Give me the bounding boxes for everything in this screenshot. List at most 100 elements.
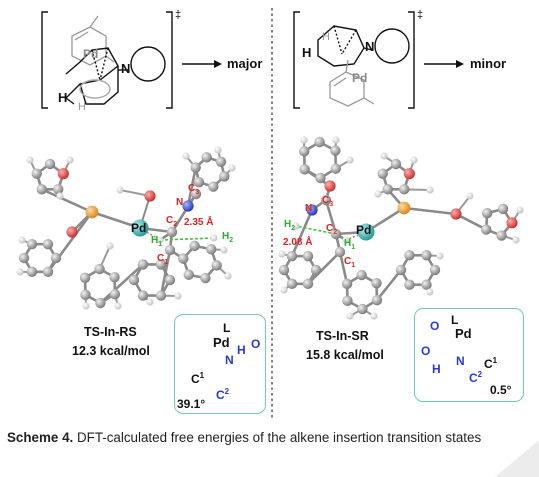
right-model-atom [426, 186, 434, 194]
left-model-distance-label: 2.35 Å [184, 217, 214, 228]
right-model-atom [395, 264, 407, 276]
left-model-atom [189, 240, 200, 252]
left-model-atom [182, 200, 194, 212]
right-model-atom [286, 278, 298, 290]
left-model-atom [50, 252, 62, 264]
left-model-atom [220, 246, 228, 254]
left-model-atom [18, 236, 26, 244]
right-inset-o1-label: O [430, 319, 440, 333]
top-right-n-label: N [365, 39, 375, 54]
right-inset-box [414, 308, 524, 402]
left-model-atom [16, 268, 24, 276]
right-model-atom [426, 288, 434, 296]
left-model-atom [94, 263, 105, 275]
left-model-atom [109, 271, 120, 283]
right-model-bond [295, 225, 337, 235]
right-model-distance-label: 2.08 Å [283, 237, 313, 248]
right-model-atom [341, 278, 353, 290]
right-model-atom [324, 180, 336, 192]
right-model-atom [302, 278, 314, 290]
left-model-bond [99, 263, 144, 304]
left-model-atom [85, 205, 99, 219]
right-model-bond [403, 206, 457, 216]
left-model-atom [79, 272, 91, 284]
right-ts-name: TS-In-SR [316, 329, 369, 343]
top-right-dagger: ‡ [417, 9, 424, 21]
left-model-atom [18, 252, 30, 264]
left-model-atom [42, 238, 54, 250]
left-model-atom [156, 236, 164, 244]
right-model-atom [421, 250, 432, 261]
top-right-arrow [424, 60, 464, 68]
right-model-atom [371, 294, 383, 306]
left-model-atom [164, 274, 176, 286]
left-inset-c2-label: C2 [216, 387, 230, 402]
right-model-atom [404, 279, 415, 290]
right-model-atom [320, 194, 332, 206]
left-model-atom [137, 290, 149, 301]
left-ts-energy: 12.3 kcal/mol [72, 344, 150, 358]
left-model-atom [208, 181, 219, 192]
right-model-atom [314, 136, 325, 148]
top-left-h-label-1: H [58, 90, 68, 105]
left-model-atom [219, 171, 230, 182]
left-model-atom [80, 289, 91, 301]
left-model-atom [66, 226, 78, 238]
figure-caption: Scheme 4. DFT-calculated free energies o… [7, 428, 535, 447]
left-inset-n-label: N [225, 353, 234, 367]
right-model-atom [410, 156, 418, 164]
left-model-n-label: N [176, 197, 184, 208]
right-inset-l-label: L [451, 313, 459, 327]
left-model-atom [57, 168, 69, 180]
right-model-atom [496, 230, 507, 241]
left-model-atom [190, 162, 201, 173]
caption-label: Scheme 4. [7, 430, 74, 445]
left-model-atom [26, 156, 34, 164]
top-right-arrow-label: minor [470, 56, 507, 71]
right-inset-angle-label: 0.5° [490, 383, 512, 397]
right-model-atom [466, 192, 474, 200]
left-inset-h-label: H [237, 343, 246, 357]
right-model-atom [371, 277, 382, 289]
right-model-atom [332, 136, 340, 144]
right-model-atom [346, 156, 354, 164]
right-model-atom [292, 222, 300, 230]
right-3d-model [278, 136, 524, 320]
right-model-atom [330, 163, 341, 174]
left-model-atom [178, 253, 189, 264]
right-model-atom [334, 246, 346, 258]
right-model-atom [310, 264, 322, 276]
left-model-h1-label: H1 [151, 235, 163, 249]
left-model-atom [155, 290, 167, 301]
right-model-h1-label: H1 [344, 238, 356, 252]
left-3d-model [16, 146, 236, 310]
right-model-bond [290, 209, 314, 257]
left-model-atom [109, 288, 121, 300]
left-inset-l-label: L [223, 321, 231, 335]
left-model-atom [137, 259, 149, 270]
right-model-atom [302, 250, 314, 262]
right-inset-n-label: N [456, 354, 465, 368]
top-left-n-label: N [121, 61, 131, 76]
left-model-atom [114, 302, 122, 310]
left-inset-angle-label: 39.1° [177, 397, 206, 411]
right-model-atom [380, 152, 388, 160]
left-model-atom [31, 168, 42, 179]
left-model-bond [159, 237, 215, 241]
right-model-c1-label: C1 [344, 256, 356, 270]
left-model-atom [228, 164, 236, 172]
left-inset-pd-label: Pd [213, 335, 230, 350]
right-model-atom [286, 250, 298, 262]
top-right-pd-label: Pd [352, 71, 368, 85]
right-ts-energy: 15.8 kcal/mol [306, 348, 384, 362]
right-model-bond [307, 251, 341, 285]
right-model-bond [324, 199, 338, 235]
left-model-atom [106, 242, 114, 250]
left-model-atom [66, 156, 74, 164]
top-right-h-label-1: H [322, 31, 330, 43]
right-model-c3-label: C3 [322, 195, 334, 209]
right-model-atom [356, 269, 367, 281]
right-model-atom [374, 190, 382, 198]
right-model-atom [450, 208, 462, 220]
